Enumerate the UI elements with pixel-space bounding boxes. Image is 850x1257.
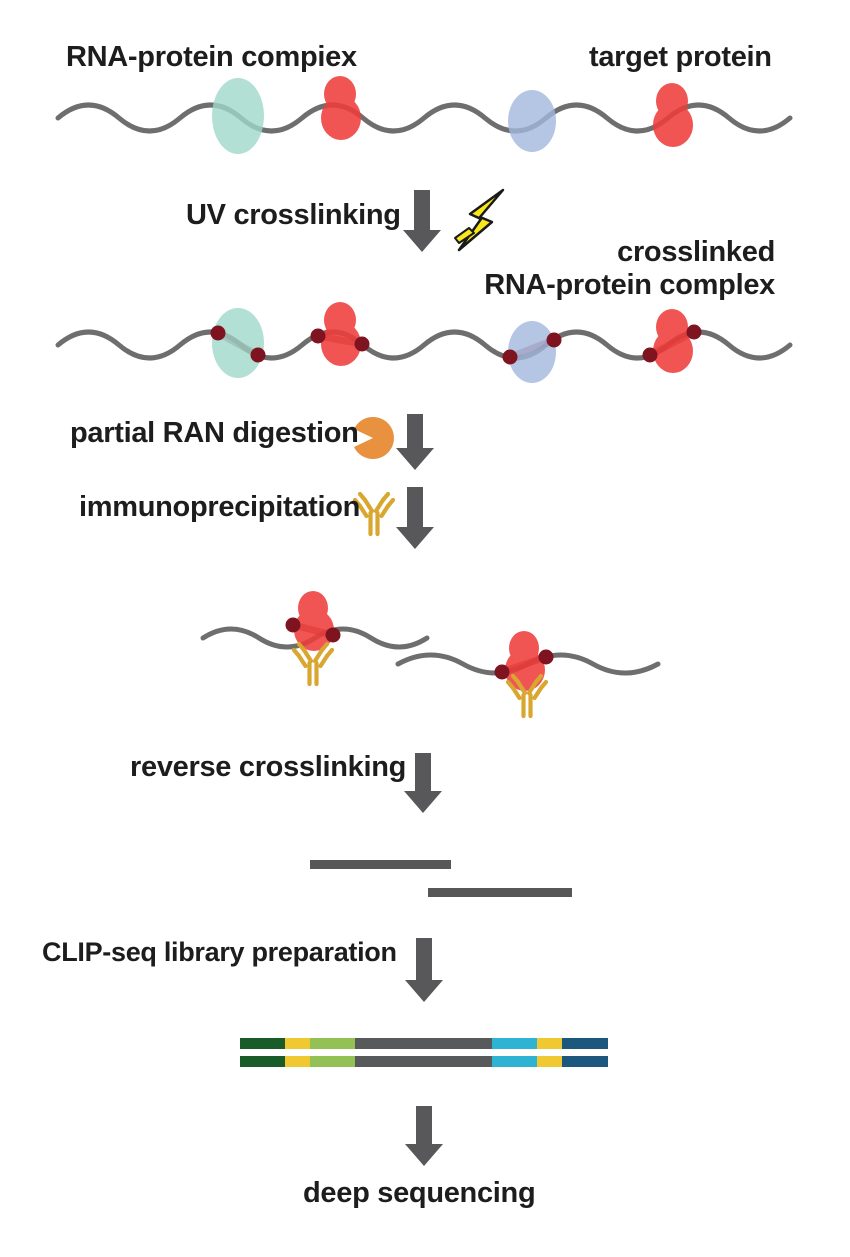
crosslink-dots-strand-2: [210, 324, 702, 365]
library-segment-adapter-light-green: [310, 1038, 355, 1049]
library-segment-barcode-yellow-left: [285, 1056, 310, 1067]
uv-crosslinking-label: UV crosslinking: [186, 199, 401, 231]
protein-red-complex-b: [505, 631, 545, 691]
library-segment-adapter-dark-green: [240, 1056, 285, 1067]
protein-red-3: [321, 302, 361, 366]
down-arrow-sequencing: [405, 1106, 443, 1166]
library-segment-adapter-light-green: [310, 1056, 355, 1067]
rnase-pacman-icon: [354, 417, 394, 459]
crosslink-dots-complex-b: [494, 649, 554, 680]
library-segment-barcode-yellow-right: [537, 1038, 562, 1049]
reverse-crosslinking-label: reverse crosslinking: [130, 751, 407, 783]
protein-red-4: [653, 309, 693, 373]
crosslink-dots-complex-a: [285, 617, 341, 643]
library-segment-barcode-yellow-right: [537, 1056, 562, 1067]
down-arrow-reverse: [404, 753, 442, 813]
rna-fragment-bar-2: [428, 888, 572, 897]
library-segment-adapter-cyan: [492, 1038, 537, 1049]
library-segment-adapter-dark-green: [240, 1038, 285, 1049]
rna-fragment-bar-1: [310, 860, 451, 869]
crosslinked-complex-label: crosslinked RNA-protein complex: [484, 236, 775, 302]
deep-sequencing-label: deep sequencing: [303, 1177, 536, 1209]
crosslinked-complex-label-line1: crosslinked: [617, 236, 775, 268]
library-segment-adapter-cyan: [492, 1056, 537, 1067]
target-protein-label: target protein: [589, 41, 772, 73]
crosslinked-complex-label-line2: RNA-protein complex: [484, 269, 775, 301]
protein-red-complex-a: [294, 591, 334, 651]
library-segment-adapter-navy: [562, 1038, 608, 1049]
down-arrow-uv: [403, 190, 441, 252]
protein-teal-1: [212, 78, 264, 154]
library-preparation-label: CLIP-seq library preparation: [42, 937, 397, 967]
library-segment-insert-gray: [355, 1038, 492, 1049]
protein-blue-2: [508, 321, 556, 383]
protein-red-1: [321, 76, 361, 140]
down-arrow-digestion: [396, 414, 434, 470]
rna-protein-complex-label: RNA-protein compiex: [66, 41, 357, 73]
library-segment-barcode-yellow-left: [285, 1038, 310, 1049]
library-bar-bottom: [240, 1056, 608, 1067]
lightning-spark-icon: [454, 227, 475, 244]
antibody-icon-ip-label: [355, 494, 393, 534]
partial-digestion-label: partial RAN digestion: [70, 417, 359, 449]
library-segment-insert-gray: [355, 1056, 492, 1067]
down-arrow-ip: [396, 487, 434, 549]
library-segment-adapter-navy: [562, 1056, 608, 1067]
protein-blue-1: [508, 90, 556, 152]
down-arrow-library: [405, 938, 443, 1002]
library-bar-top: [240, 1038, 608, 1049]
protein-red-2: [653, 83, 693, 147]
immunoprecipitation-label: immunoprecipitation: [79, 491, 361, 523]
protein-teal-2: [212, 308, 264, 378]
